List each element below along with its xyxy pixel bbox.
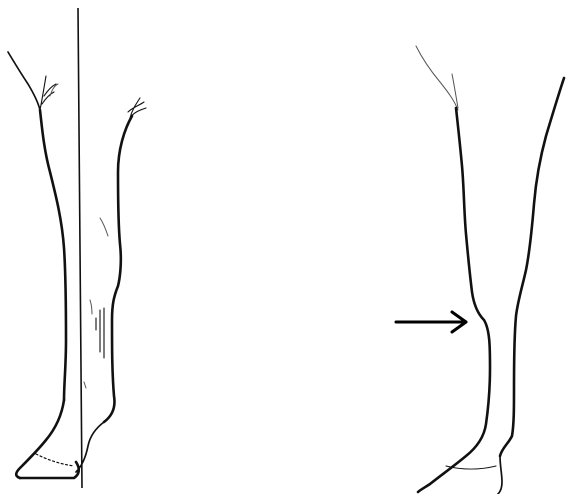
left-leg-back-edge xyxy=(40,110,66,400)
right-hoof-front xyxy=(498,456,502,494)
left-pastern-back-edge xyxy=(16,400,64,478)
right-leg-back-edge xyxy=(418,108,490,492)
splint-marks xyxy=(96,308,104,358)
right-upper-forearm-line xyxy=(416,46,458,110)
plumb-line xyxy=(78,8,82,488)
left-pastern-front-edge xyxy=(76,422,104,472)
left-forearm-edge xyxy=(8,52,40,110)
left-coronet-band xyxy=(36,454,74,466)
chestnut-hair-tuft xyxy=(40,76,56,110)
right-leg-panel xyxy=(396,46,564,494)
sketch-shading xyxy=(84,218,108,388)
front-hair-tuft xyxy=(128,98,146,118)
left-leg-front-edge xyxy=(104,116,132,422)
right-leg-front-edge xyxy=(500,78,564,456)
left-leg-panel xyxy=(8,8,146,488)
right-arrow-icon xyxy=(396,312,466,332)
left-hoof-sole xyxy=(20,462,79,478)
